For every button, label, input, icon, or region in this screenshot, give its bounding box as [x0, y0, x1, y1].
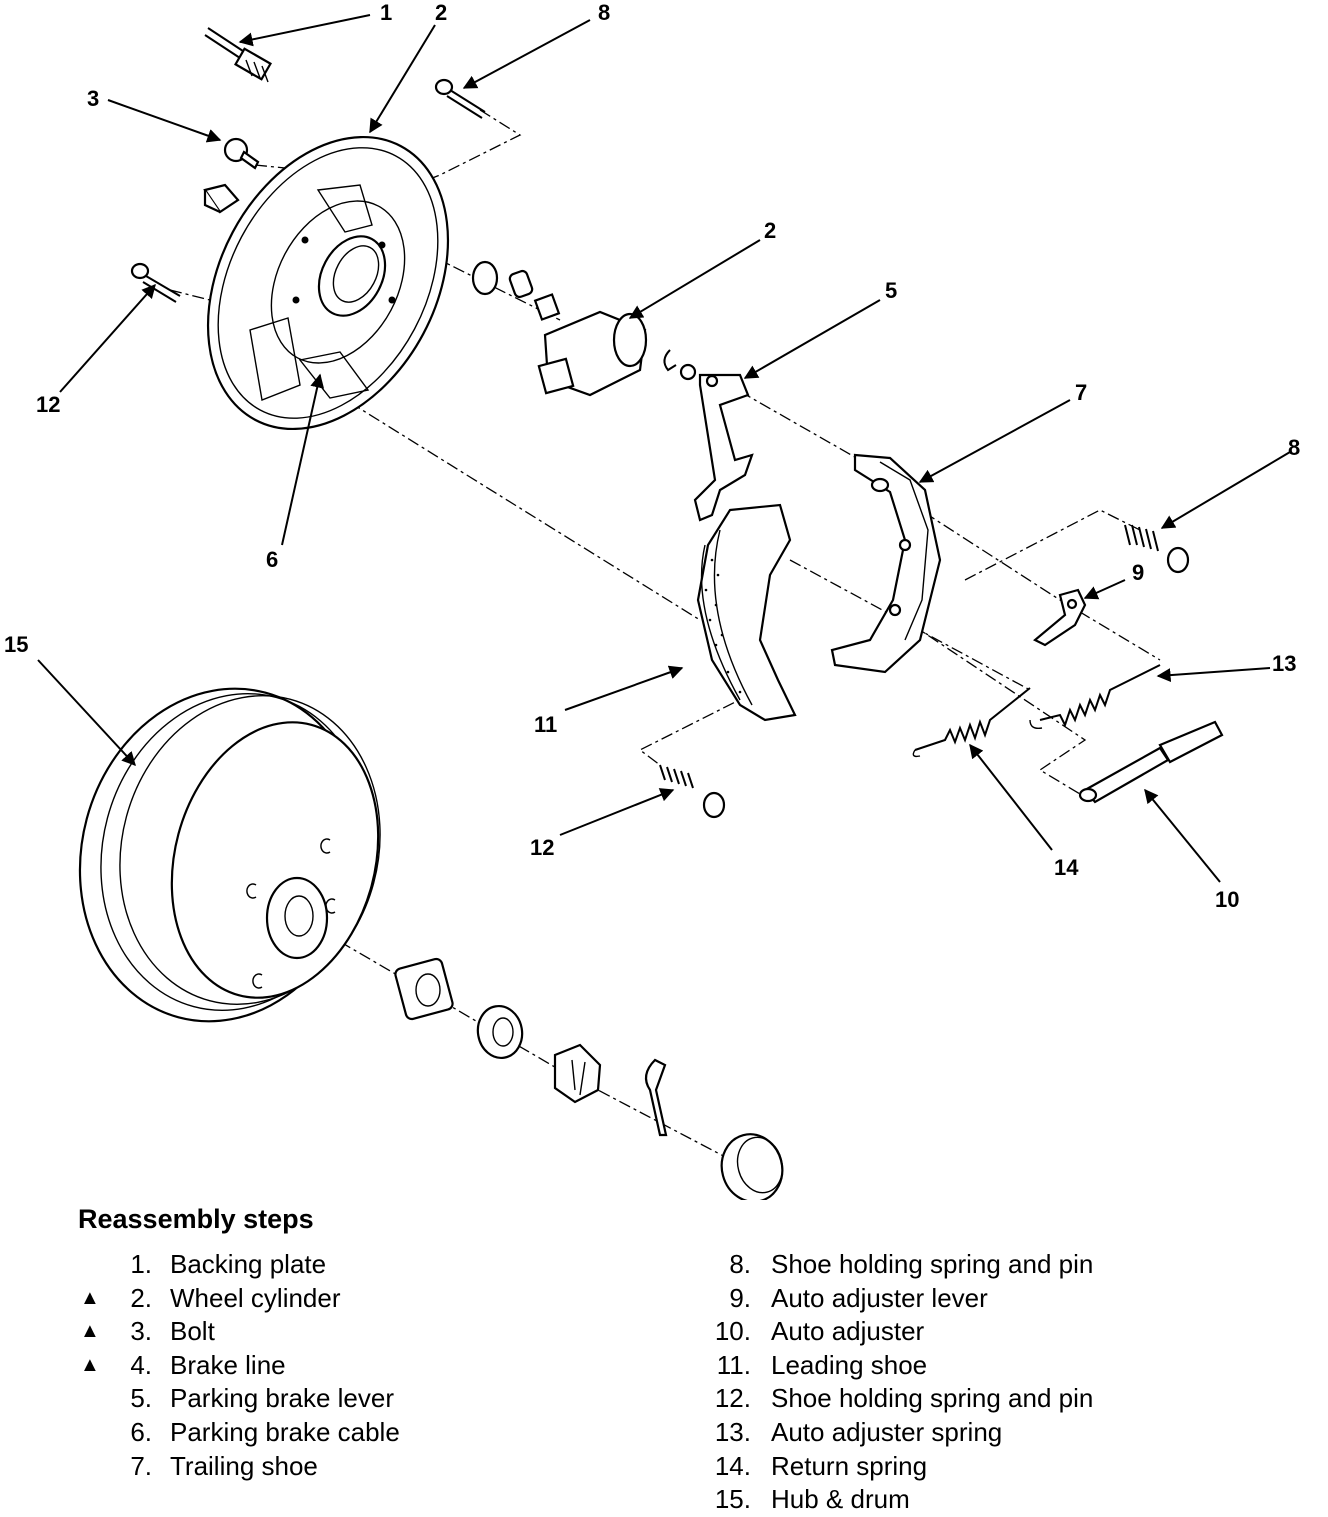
callout-6: 6	[266, 547, 278, 572]
callout-5: 5	[885, 278, 897, 303]
legend-item: 5.Parking brake lever	[130, 1383, 394, 1414]
callout-8-right: 8	[1288, 435, 1300, 460]
legend-item: ▲2.Wheel cylinder	[80, 1282, 640, 1316]
leading-shoe-part	[696, 503, 797, 722]
callout-12-lower: 12	[530, 835, 554, 860]
caution-marker-icon: ▲	[80, 1353, 100, 1376]
holding-spring-right	[1124, 524, 1190, 574]
legend-item: 15.Hub & drum	[714, 1484, 910, 1515]
legend-item: 13.Auto adjuster spring	[714, 1416, 1003, 1447]
legend-item: ▲4.Brake line	[80, 1349, 640, 1383]
cable-end-part	[203, 183, 240, 214]
callout-8-top: 8	[598, 0, 610, 25]
callout-labels: 1 2 8 3 2 5 7 8 9 13 12 6 11 12 14 10 15	[4, 0, 1300, 912]
caution-marker-icon: ▲	[80, 1320, 100, 1343]
hub-hardware	[394, 957, 784, 1200]
callout-9: 9	[1132, 560, 1144, 585]
legend-item: 6.Parking brake cable	[130, 1416, 400, 1447]
legend-item: 1.Backing plate	[130, 1249, 327, 1279]
legend-column-left: 1.Backing plate ▲2.Wheel cylinder ▲3.Bol…	[80, 1248, 640, 1483]
callout-15: 15	[4, 632, 28, 657]
callout-7: 7	[1075, 380, 1087, 405]
callout-14: 14	[1054, 855, 1079, 880]
holding-pins	[130, 78, 486, 303]
legend-item: ▲3.Bolt	[80, 1315, 640, 1349]
caution-marker-icon: ▲	[80, 1286, 100, 1309]
callout-arrows	[37, 14, 1291, 883]
callout-3: 3	[87, 86, 99, 111]
legend-title: Reassembly steps	[78, 1204, 314, 1234]
legend-item: 7.Trailing shoe	[130, 1450, 318, 1481]
return-spring-part	[912, 687, 1031, 758]
adjuster-lever-part	[1033, 588, 1087, 647]
callout-2: 2	[764, 218, 776, 243]
callout-1: 2	[435, 0, 447, 25]
clip-parts	[663, 349, 697, 381]
legend-item: 11.Leading shoe	[716, 1349, 928, 1380]
hub-drum-part	[78, 687, 381, 1023]
legend-item: 10.Auto adjuster	[714, 1316, 925, 1347]
callout-13: 13	[1272, 651, 1296, 676]
callout-10: 10	[1215, 887, 1239, 912]
legend-item: 12.Shoe holding spring and pin	[714, 1383, 1094, 1414]
trailing-shoe-part	[830, 453, 942, 674]
legend-item: 8.Shoe holding spring and pin	[729, 1249, 1094, 1279]
callout-11: 11	[534, 712, 557, 737]
bolt-part	[223, 137, 260, 170]
brake-exploded-diagram: 1 2 8 3 2 5 7 8 9 13 12 6 11 12 14 10 15	[4, 0, 1300, 1200]
legend-column-right: 8.Shoe holding spring and pin 9.Auto adj…	[700, 1248, 1260, 1517]
callout-12-left: 12	[36, 392, 60, 417]
auto-adjuster-part	[1078, 720, 1224, 804]
backing-plate-part	[206, 135, 450, 431]
parking-lever-part	[693, 373, 754, 522]
legend-item: 9.Auto adjuster lever	[729, 1282, 988, 1313]
wheel-cylinder-part	[471, 260, 648, 397]
holding-spring-lower	[659, 764, 726, 819]
adjuster-spring-part	[1029, 664, 1161, 730]
callout-4: 1	[380, 0, 392, 25]
legend-item: 14.Return spring	[714, 1450, 928, 1481]
brake-line-part	[204, 27, 272, 83]
